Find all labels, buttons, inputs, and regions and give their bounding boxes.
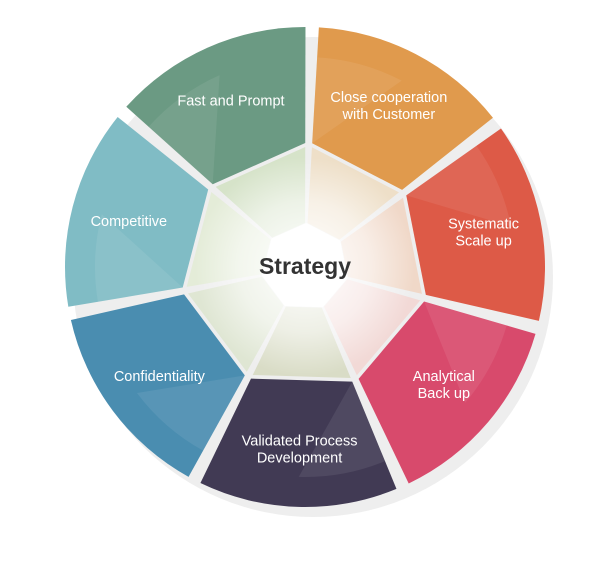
segment-label-line: Development (257, 450, 342, 466)
segment-label-fast-and-prompt: Fast and Prompt (177, 94, 284, 110)
segment-label-line: with Customer (342, 107, 436, 123)
segment-label-line: Confidentiality (114, 369, 206, 385)
segment-competitive (65, 116, 209, 307)
segment-label-line: Analytical (413, 369, 475, 385)
segment-label-line: Back up (418, 386, 470, 402)
segment-systematic-scale-up (406, 128, 546, 321)
segment-sheen-close-cooperation-with-customer (312, 57, 402, 144)
hub-heptagon (261, 223, 348, 308)
segment-label-confidentiality: Confidentiality (114, 369, 206, 385)
segment-sheen-competitive (94, 214, 183, 302)
segment-label-line: Systematic (448, 216, 519, 232)
segment-sheen-fast-and-prompt (148, 75, 220, 185)
segment-label-line: Fast and Prompt (177, 94, 284, 110)
segment-sheen-validated-process-development (298, 381, 386, 477)
segment-label-line: Validated Process (242, 433, 358, 449)
center-hub: Strategy (195, 157, 415, 377)
segment-label-competitive: Competitive (91, 214, 168, 230)
segment-sheen-analytical-back-up (424, 301, 507, 403)
segment-sheen-confidentiality (136, 375, 245, 451)
segment-close-cooperation-with-customer (312, 27, 493, 190)
segment-analytical-back-up (358, 301, 536, 484)
outer-ring (65, 26, 546, 507)
segment-label-line: Competitive (91, 214, 168, 230)
segment-label-line: Scale up (455, 233, 511, 249)
center-label: Strategy (259, 253, 351, 279)
segment-fast-and-prompt (126, 26, 306, 185)
segment-validated-process-development (200, 378, 397, 507)
segment-confidentiality (70, 294, 245, 477)
segment-sheen-systematic-scale-up (406, 145, 512, 227)
segment-label-line: Close cooperation (330, 90, 447, 106)
